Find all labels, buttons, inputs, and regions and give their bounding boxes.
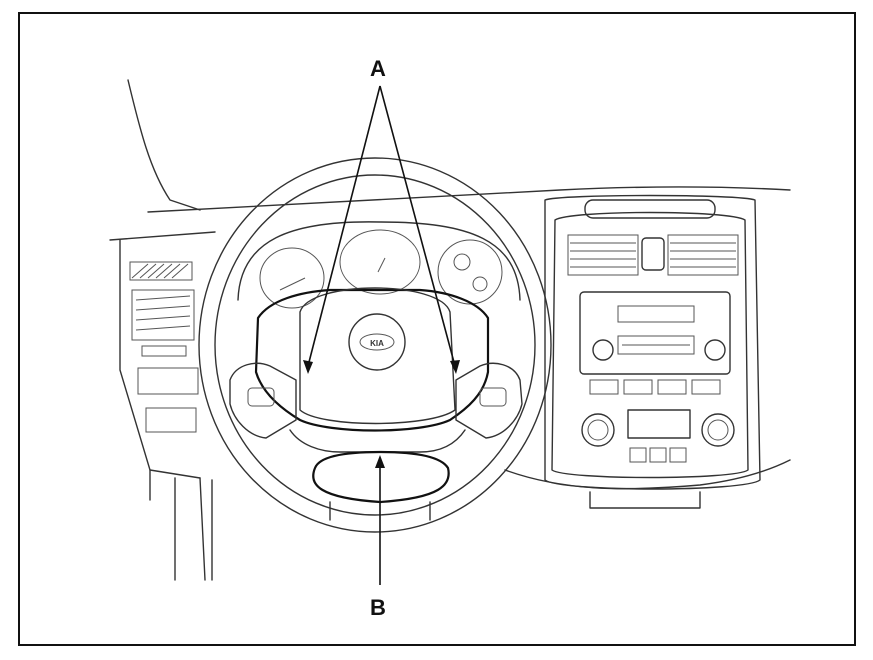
left-switch-panel xyxy=(129,261,199,433)
steering-wheel-rim xyxy=(198,157,552,533)
center-console xyxy=(544,194,761,509)
lower-spoke-cover xyxy=(312,450,450,521)
callout-label-b: B xyxy=(370,595,386,620)
callout-a-leaders xyxy=(303,85,460,374)
dashboard-outline xyxy=(109,79,791,581)
diagram-frame xyxy=(18,12,856,646)
callout-label-a: A xyxy=(370,56,386,81)
steering-switches xyxy=(229,362,523,453)
svg-text:KIA: KIA xyxy=(370,339,384,348)
instrument-cluster xyxy=(237,221,521,309)
callout-b-leader xyxy=(375,455,385,585)
